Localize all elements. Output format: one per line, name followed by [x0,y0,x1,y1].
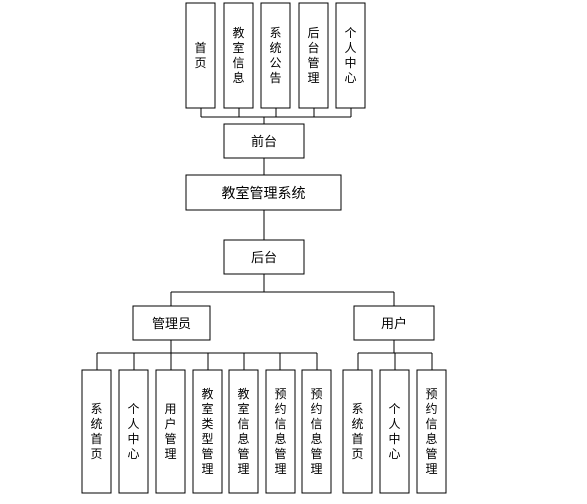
backend-box [223,239,305,275]
admin-module-label-booking-2: 预约信息管理 [310,387,322,476]
connector-lines [96,108,433,370]
user-role-label: 用户 [381,316,407,332]
vertical-module-text: 教室信息 [232,25,244,85]
module-label-announcement: 系统公告 [269,26,281,85]
admin-module-label-personal-center: 个人中心 [127,402,139,461]
system-title: 教室管理系统 [222,185,306,202]
vertical-module-text: 用户管理 [164,402,176,461]
vertical-module-text: 预约信息管理 [425,387,437,476]
user-module-label-personal-center: 个人中心 [388,402,400,461]
module-label-backend-manage: 后台管理 [307,26,319,85]
admin-module-label-user-manage: 用户管理 [164,402,176,461]
module-box [379,369,410,494]
user-modules: 系统首页 个人中心 预约信息管理 [342,369,447,494]
module-box [416,369,447,494]
module-box [260,2,291,109]
module-box [223,2,254,109]
vertical-module-text: 预约信息管理 [310,387,322,476]
vertical-module-text: 教室信息管理 [237,386,249,476]
module-box [342,369,373,494]
admin-role-box [132,305,211,341]
module-box [118,369,149,494]
vertical-module-text: 预约信息管理 [274,387,286,476]
module-box [185,2,216,109]
module-box [301,369,332,494]
module-label-personal-center: 个人中心 [344,26,356,85]
admin-module-label-classroom-type: 教室类型管理 [201,386,213,476]
module-box [81,369,112,494]
vertical-module-text: 系统首页 [351,402,363,461]
system-title-box [185,174,342,211]
backend-label: 后台 [251,251,277,266]
admin-role-label: 管理员 [152,317,191,332]
vertical-module-text: 教室类型管理 [201,386,213,476]
module-label-classroom-info: 教室信息 [232,25,244,85]
module-box [155,369,186,494]
module-box [298,2,329,109]
module-box [228,369,259,494]
admin-modules: 系统首页 个人中心 用户管理 教室类型管理 教室信息管理 预约信息管理 预约信息… [81,369,332,494]
admin-module-label-home: 系统首页 [90,402,102,461]
vertical-module-text: 个人中心 [344,26,356,85]
vertical-module-text: 个人中心 [127,402,139,461]
admin-module-label-booking-1: 预约信息管理 [274,387,286,476]
vertical-module-text: 后台管理 [307,26,319,85]
vertical-module-text: 系统首页 [90,402,102,461]
module-box [335,2,366,109]
user-module-label-booking: 预约信息管理 [425,387,437,476]
module-label-home: 首页 [194,41,206,70]
vertical-module-text: 个人中心 [388,402,400,461]
frontend-box [223,123,305,159]
frontend-modules: 首页 教室信息 系统公告 后台管理 个人中心 [185,2,366,109]
user-module-label-home: 系统首页 [351,402,363,461]
vertical-module-text: 系统公告 [269,26,281,85]
module-box [192,369,223,494]
vertical-module-text: 首页 [194,41,206,70]
admin-module-label-classroom-info: 教室信息管理 [237,386,249,476]
frontend-label: 前台 [251,134,277,150]
user-role-box [353,305,435,341]
module-box [265,369,296,494]
